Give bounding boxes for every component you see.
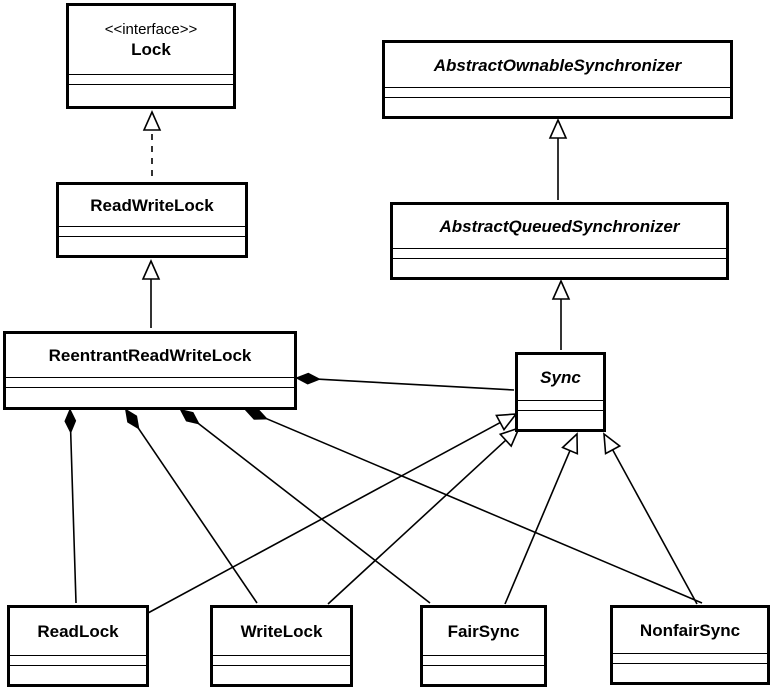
class-abstract-queued-synchronizer-header: AbstractQueuedSynchronizer <box>393 205 726 248</box>
class-abstract-ownable-synchronizer-operations <box>385 97 730 107</box>
class-sync-operations <box>518 410 603 420</box>
composition-write-lock-to-reentrant-read-write-lock-diamond <box>124 408 140 430</box>
class-nonfair-sync-operations <box>613 663 767 673</box>
class-reentrant-read-write-lock-name: ReentrantReadWriteLock <box>48 346 252 365</box>
composition-write-lock-to-reentrant-read-write-lock-line <box>137 427 258 604</box>
composition-fair-sync-to-reentrant-read-write-lock-line <box>197 422 431 604</box>
class-lock-attributes <box>69 74 233 84</box>
class-read-lock[interactable]: ReadLock <box>7 605 149 687</box>
generalization-abstract-queued-synchronizer-to-abstract-ownable-synchronizer-arrowhead <box>548 118 568 139</box>
class-write-lock[interactable]: WriteLock <box>210 605 353 687</box>
class-read-write-lock-attributes <box>59 226 245 236</box>
generalization-sync-to-abstract-queued-synchronizer-arrowhead <box>551 279 571 300</box>
generalization-read-lock-to-sync-arrowhead <box>495 413 518 432</box>
class-fair-sync-operations <box>423 665 544 675</box>
class-read-lock-operations <box>10 665 146 675</box>
class-read-write-lock-header: ReadWriteLock <box>59 185 245 226</box>
class-abstract-queued-synchronizer-attributes <box>393 248 726 258</box>
class-lock[interactable]: <<interface>> Lock <box>66 3 236 109</box>
class-write-lock-operations <box>213 665 350 675</box>
class-nonfair-sync-attributes <box>613 653 767 663</box>
class-read-lock-name: ReadLock <box>37 622 119 641</box>
class-abstract-ownable-synchronizer-name: AbstractOwnableSynchronizer <box>433 55 682 75</box>
generalization-write-lock-to-sync-arrowhead <box>498 426 521 448</box>
generalization-fair-sync-to-sync-arrowhead <box>561 432 579 455</box>
generalization-nonfair-sync-to-sync-arrowhead <box>603 432 622 455</box>
class-read-lock-attributes <box>10 655 146 665</box>
class-abstract-ownable-synchronizer[interactable]: AbstractOwnableSynchronizer <box>382 40 733 119</box>
class-lock-operations <box>69 84 233 94</box>
class-reentrant-read-write-lock-operations <box>6 387 294 397</box>
composition-nonfair-sync-to-reentrant-read-write-lock-diamond <box>244 408 269 420</box>
class-sync-attributes <box>518 400 603 410</box>
realization-read-write-lock-to-lock-arrowhead <box>142 110 162 131</box>
composition-read-lock-to-reentrant-read-write-lock-line <box>69 431 77 604</box>
class-lock-name: Lock <box>131 40 171 59</box>
class-write-lock-name: WriteLock <box>240 622 323 641</box>
class-fair-sync-header: FairSync <box>423 608 544 655</box>
generalization-reentrant-read-write-lock-to-read-write-lock-arrowhead <box>141 259 161 280</box>
composition-sync-to-reentrant-read-write-lock-line <box>318 378 515 391</box>
class-nonfair-sync[interactable]: NonfairSync <box>610 605 770 685</box>
class-fair-sync-attributes <box>423 655 544 665</box>
class-fair-sync[interactable]: FairSync <box>420 605 547 687</box>
class-read-write-lock-operations <box>59 236 245 246</box>
class-read-lock-header: ReadLock <box>10 608 146 655</box>
generalization-read-lock-to-sync-line <box>147 421 501 614</box>
class-read-write-lock[interactable]: ReadWriteLock <box>56 182 248 258</box>
class-abstract-queued-synchronizer[interactable]: AbstractQueuedSynchronizer <box>390 202 729 280</box>
class-fair-sync-name: FairSync <box>447 622 520 641</box>
composition-fair-sync-to-reentrant-read-write-lock-diamond <box>179 408 200 425</box>
class-reentrant-read-write-lock-header: ReentrantReadWriteLock <box>6 334 294 377</box>
class-lock-stereotype: <<interface>> <box>104 21 198 38</box>
class-abstract-queued-synchronizer-operations <box>393 258 726 268</box>
generalization-write-lock-to-sync-line <box>327 439 507 605</box>
composition-read-lock-to-reentrant-read-write-lock-diamond <box>64 408 77 434</box>
composition-nonfair-sync-to-reentrant-read-write-lock-line <box>265 417 703 604</box>
class-sync-header: Sync <box>518 355 603 400</box>
class-abstract-ownable-synchronizer-attributes <box>385 87 730 97</box>
class-write-lock-header: WriteLock <box>213 608 350 655</box>
class-read-write-lock-name: ReadWriteLock <box>90 196 214 215</box>
class-nonfair-sync-header: NonfairSync <box>613 608 767 653</box>
class-lock-header: <<interface>> Lock <box>69 6 233 74</box>
class-reentrant-read-write-lock[interactable]: ReentrantReadWriteLock <box>3 331 297 410</box>
class-sync[interactable]: Sync <box>515 352 606 432</box>
generalization-fair-sync-to-sync-line <box>504 450 571 605</box>
class-sync-name: Sync <box>540 368 581 387</box>
class-write-lock-attributes <box>213 655 350 665</box>
class-abstract-queued-synchronizer-name: AbstractQueuedSynchronizer <box>439 217 680 236</box>
generalization-nonfair-sync-to-sync-line <box>611 449 698 605</box>
class-nonfair-sync-name: NonfairSync <box>639 621 741 640</box>
class-abstract-ownable-synchronizer-header: AbstractOwnableSynchronizer <box>385 43 730 87</box>
composition-sync-to-reentrant-read-write-lock-diamond <box>295 372 321 385</box>
class-reentrant-read-write-lock-attributes <box>6 377 294 387</box>
